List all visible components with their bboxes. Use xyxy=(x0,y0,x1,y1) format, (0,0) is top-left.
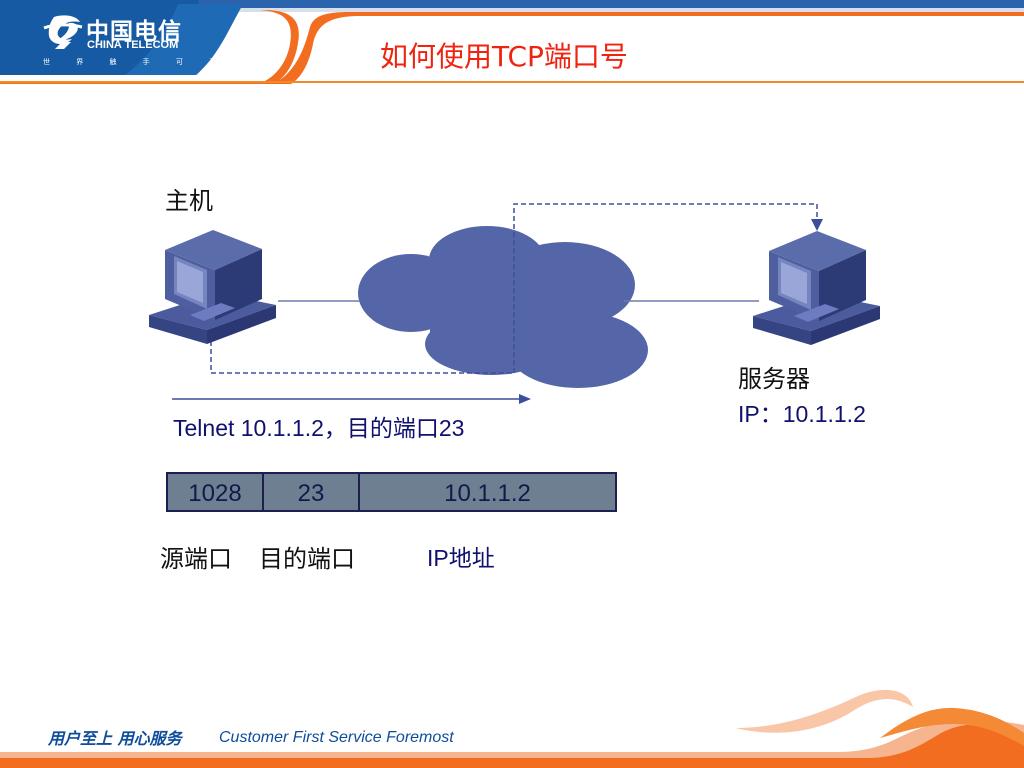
slide-title: 如何使用TCP端口号 xyxy=(380,40,628,73)
footer-chinese-slogan: 用户至上 用心服务 xyxy=(48,729,182,748)
destination-port-label: 目的端口 xyxy=(259,546,355,573)
desktop-computer-icon xyxy=(149,230,276,344)
server-label: 服务器 xyxy=(738,366,810,393)
telnet-command-label: Telnet 10.1.1.2，目的端口23 xyxy=(173,415,465,441)
ip-address-label: IP地址 xyxy=(427,545,495,571)
destination-port-cell: 23 xyxy=(262,472,358,512)
source-port-label: 源端口 xyxy=(160,546,232,573)
header-background xyxy=(0,0,1024,84)
network-cloud-icon xyxy=(358,226,648,388)
footer-background xyxy=(0,689,1024,768)
server-ip-label: IP：10.1.1.2 xyxy=(738,401,866,427)
ip-address-cell: 10.1.1.2 xyxy=(358,472,617,512)
source-port-cell: 1028 xyxy=(166,472,262,512)
china-telecom-logo-icon xyxy=(43,15,83,49)
host-label: 主机 xyxy=(165,188,213,215)
server-computer-icon xyxy=(753,231,880,345)
footer-english-slogan: Customer First Service Foremost xyxy=(219,729,454,746)
china-telecom-slogan: 世 界 触 手 可 及 xyxy=(43,58,229,66)
china-telecom-english-name: CHINA TELECOM xyxy=(87,39,179,51)
china-telecom-chinese-name: 中国电信 xyxy=(86,18,182,45)
network-lines xyxy=(172,203,823,404)
